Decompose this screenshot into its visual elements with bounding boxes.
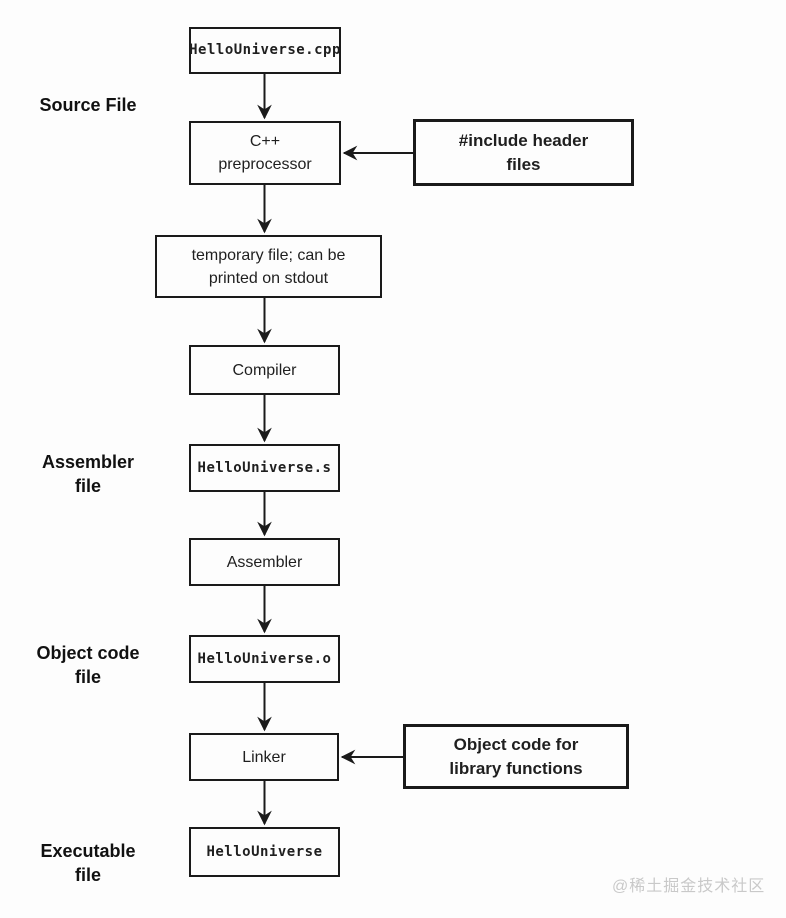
watermark: @稀土掘金技术社区 bbox=[612, 878, 766, 895]
node-object-file: HelloUniverse.o bbox=[189, 635, 340, 683]
node-library-object-code: Object code for library functions bbox=[403, 724, 629, 789]
node-include-header-files: #include header files bbox=[413, 119, 634, 186]
node-assembler-file: HelloUniverse.s bbox=[189, 444, 340, 492]
object-code-file-label: Object code file bbox=[36, 643, 140, 687]
node-compiler: Compiler bbox=[189, 345, 340, 395]
node-source-file: HelloUniverse.cpp bbox=[189, 27, 341, 74]
node-preprocessor: C++ preprocessor bbox=[189, 121, 341, 185]
node-linker: Linker bbox=[189, 733, 339, 781]
executable-file-label: Executable file bbox=[40, 841, 136, 885]
source-file-label: Source File bbox=[39, 95, 137, 115]
node-executable: HelloUniverse bbox=[189, 827, 340, 877]
assembler-file-label: Assembler file bbox=[41, 452, 135, 496]
node-assembler: Assembler bbox=[189, 538, 340, 586]
node-temporary-file: temporary file; can be printed on stdout bbox=[155, 235, 382, 298]
